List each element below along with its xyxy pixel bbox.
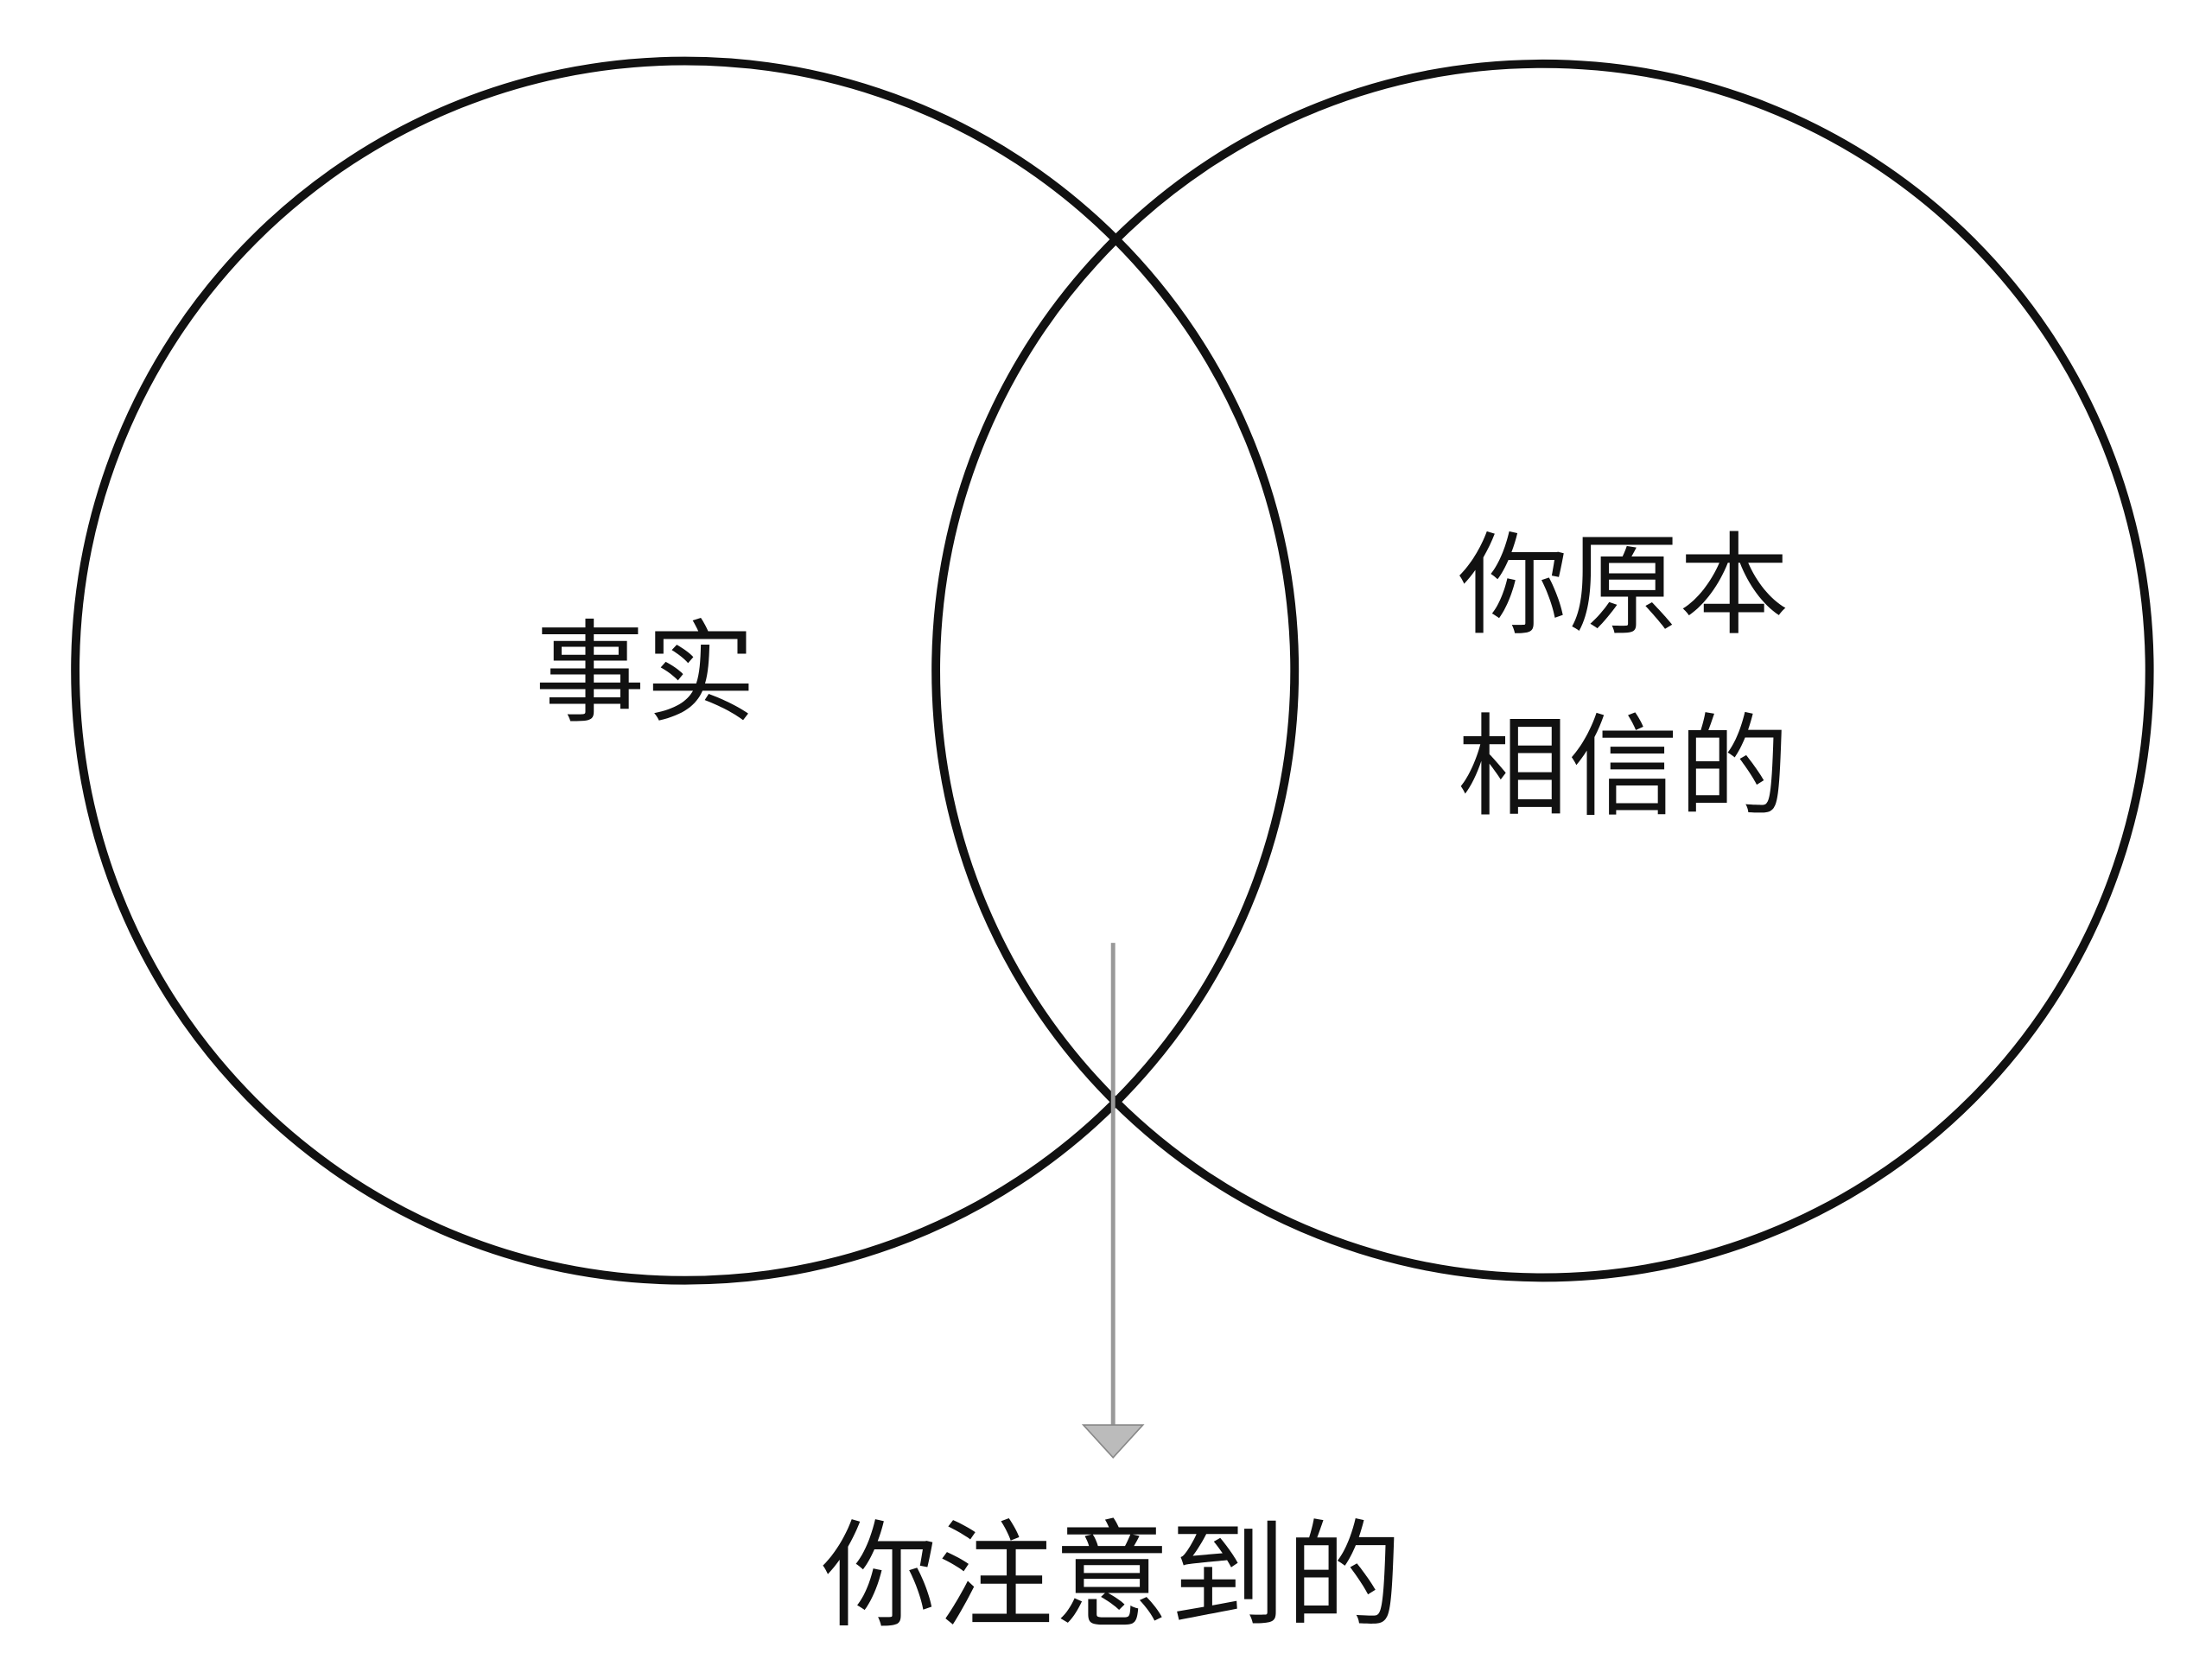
right-circle-beliefs [931, 59, 2154, 1282]
left-circle-facts [71, 56, 1300, 1285]
right-circle-label-line2: 相信的 [1458, 703, 1789, 832]
intersection-label: 你注意到的 [821, 1509, 1402, 1644]
right-circle-label-line1: 你原本 [1458, 522, 1789, 651]
callout-arrowhead-icon [1081, 1424, 1145, 1459]
left-circle-label: 事实 [535, 610, 756, 739]
